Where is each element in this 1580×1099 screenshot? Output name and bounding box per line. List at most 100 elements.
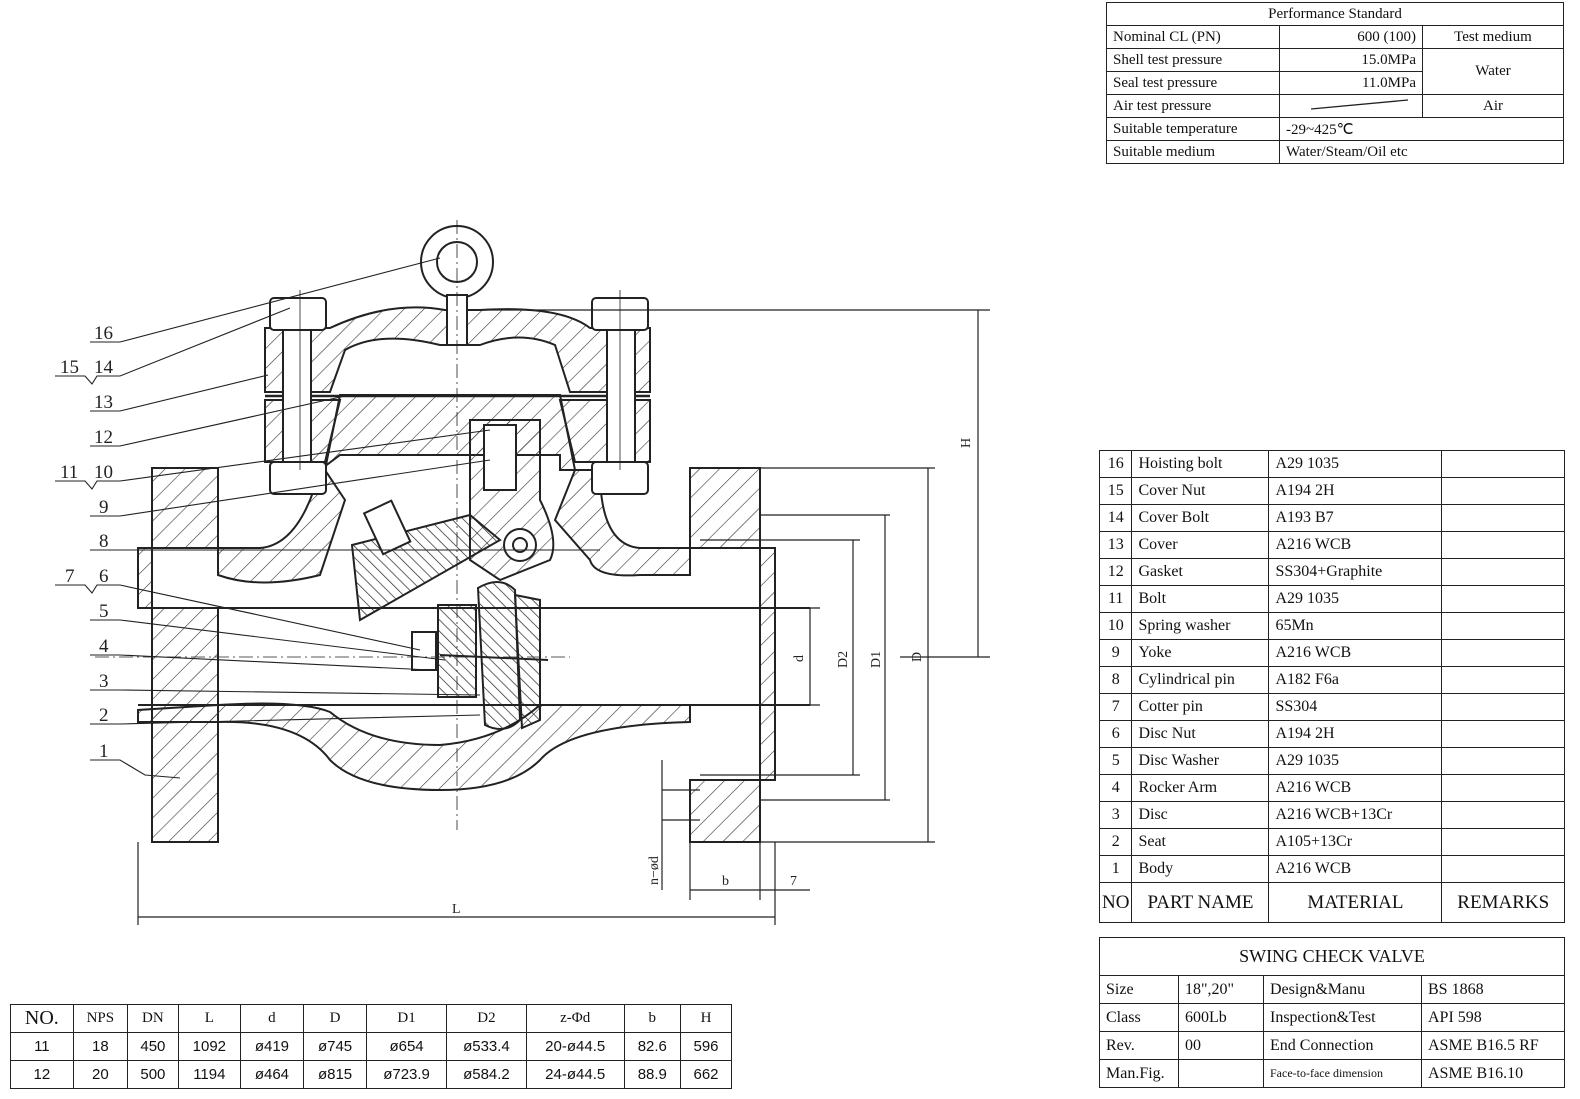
part-material: A105+13Cr bbox=[1268, 828, 1443, 856]
callout-14: 14 bbox=[94, 357, 114, 378]
dim-cell: 12 bbox=[10, 1060, 74, 1089]
cover-bolt-right bbox=[606, 327, 636, 469]
dim-cell: 1092 bbox=[177, 1032, 241, 1061]
cover bbox=[264, 306, 651, 393]
tb-value2: ASME B16.5 RF bbox=[1421, 1031, 1565, 1060]
callout-5: 5 bbox=[99, 601, 109, 622]
dim-cell: 20-ø44.5 bbox=[525, 1032, 625, 1061]
dim-label-d: d bbox=[792, 655, 807, 662]
body-right-flange bbox=[689, 467, 776, 843]
part-remarks bbox=[1441, 855, 1565, 883]
part-material: A29 1035 bbox=[1268, 450, 1443, 478]
callout-15: 15 bbox=[60, 357, 79, 378]
dim-cell: ø419 bbox=[239, 1032, 304, 1061]
part-name: Cover Nut bbox=[1131, 477, 1270, 505]
dim-label-D2: D2 bbox=[836, 651, 851, 668]
callout-9: 9 bbox=[99, 497, 109, 518]
part-material: SS304 bbox=[1268, 693, 1443, 721]
body-lower-wall bbox=[137, 702, 691, 792]
part-no: 1 bbox=[1098, 855, 1133, 883]
part-name: Seat bbox=[1131, 828, 1270, 856]
parts-header-remarks: REMARKS bbox=[1441, 882, 1565, 923]
part-material: SS304+Graphite bbox=[1268, 558, 1443, 586]
tb-key: Size bbox=[1099, 975, 1179, 1004]
part-name: Cover bbox=[1131, 531, 1270, 559]
body-upper-wall bbox=[217, 394, 691, 584]
dim-col-header: DN bbox=[126, 1004, 179, 1033]
part-material: A194 2H bbox=[1268, 477, 1443, 505]
part-name: Cover Bolt bbox=[1131, 504, 1270, 532]
part-material: A29 1035 bbox=[1268, 747, 1443, 775]
perf-label: Suitable medium bbox=[1106, 140, 1280, 164]
callout-8: 8 bbox=[99, 531, 109, 552]
dim-cell: 82.6 bbox=[623, 1032, 682, 1061]
dim-label-D1: D1 bbox=[869, 651, 884, 668]
part-name: Disc Nut bbox=[1131, 720, 1270, 748]
dim-cell: ø654 bbox=[366, 1032, 447, 1061]
part-remarks bbox=[1441, 747, 1565, 775]
dim-label-7: 7 bbox=[790, 874, 797, 889]
part-remarks bbox=[1441, 477, 1565, 505]
part-material: A216 WCB+13Cr bbox=[1268, 801, 1443, 829]
part-no: 9 bbox=[1098, 639, 1133, 667]
part-name: Disc bbox=[1131, 801, 1270, 829]
part-remarks bbox=[1441, 558, 1565, 586]
callout-2: 2 bbox=[99, 705, 109, 726]
dim-col-header: z-Φd bbox=[525, 1004, 625, 1033]
part-name: Cotter pin bbox=[1131, 693, 1270, 721]
perf-medium: Air bbox=[1422, 94, 1564, 118]
part-no: 5 bbox=[1098, 747, 1133, 775]
part-material: A182 F6a bbox=[1268, 666, 1443, 694]
body-left-flange bbox=[137, 467, 219, 843]
part-material: A216 WCB bbox=[1268, 531, 1443, 559]
callout-13: 13 bbox=[94, 392, 113, 413]
dim-cell: 20 bbox=[72, 1060, 128, 1089]
part-name: Bolt bbox=[1131, 585, 1270, 613]
part-remarks bbox=[1441, 531, 1565, 559]
performance-title: Performance Standard bbox=[1106, 2, 1564, 26]
part-remarks bbox=[1441, 450, 1565, 478]
tb-value: 600Lb bbox=[1178, 1003, 1264, 1032]
part-material: A193 B7 bbox=[1268, 504, 1443, 532]
part-remarks bbox=[1441, 693, 1565, 721]
part-material: A194 2H bbox=[1268, 720, 1443, 748]
tb-key2: End Connection bbox=[1263, 1031, 1422, 1060]
callout-6: 6 bbox=[99, 566, 109, 587]
dim-cell: ø584.2 bbox=[445, 1060, 527, 1089]
part-material: A29 1035 bbox=[1268, 585, 1443, 613]
part-name: Spring washer bbox=[1131, 612, 1270, 640]
part-material: A216 WCB bbox=[1268, 774, 1443, 802]
dim-col-header: L bbox=[177, 1004, 241, 1033]
drawing-title: SWING CHECK VALVE bbox=[1099, 937, 1565, 976]
perf-label: Shell test pressure bbox=[1106, 48, 1280, 72]
tb-key: Class bbox=[1099, 1003, 1179, 1032]
part-remarks bbox=[1441, 801, 1565, 829]
part-no: 16 bbox=[1098, 450, 1133, 478]
dim-col-header: b bbox=[623, 1004, 682, 1033]
perf-value: 11.0MPa bbox=[1279, 71, 1423, 95]
tb-key: Rev. bbox=[1099, 1031, 1179, 1060]
part-name: Cylindrical pin bbox=[1131, 666, 1270, 694]
dim-col-header: d bbox=[239, 1004, 304, 1033]
cylindrical-pin bbox=[503, 528, 537, 562]
performance-standard-table: Performance Standard Nominal CL (PN) 600… bbox=[1106, 2, 1564, 164]
part-remarks bbox=[1441, 666, 1565, 694]
dim-col-header: D1 bbox=[366, 1004, 447, 1033]
part-no: 6 bbox=[1098, 720, 1133, 748]
tb-key2: Design&Manu bbox=[1263, 975, 1422, 1004]
parts-header-no: NO bbox=[1098, 882, 1133, 923]
dim-col-header: NPS bbox=[72, 1004, 128, 1033]
part-remarks bbox=[1441, 828, 1565, 856]
